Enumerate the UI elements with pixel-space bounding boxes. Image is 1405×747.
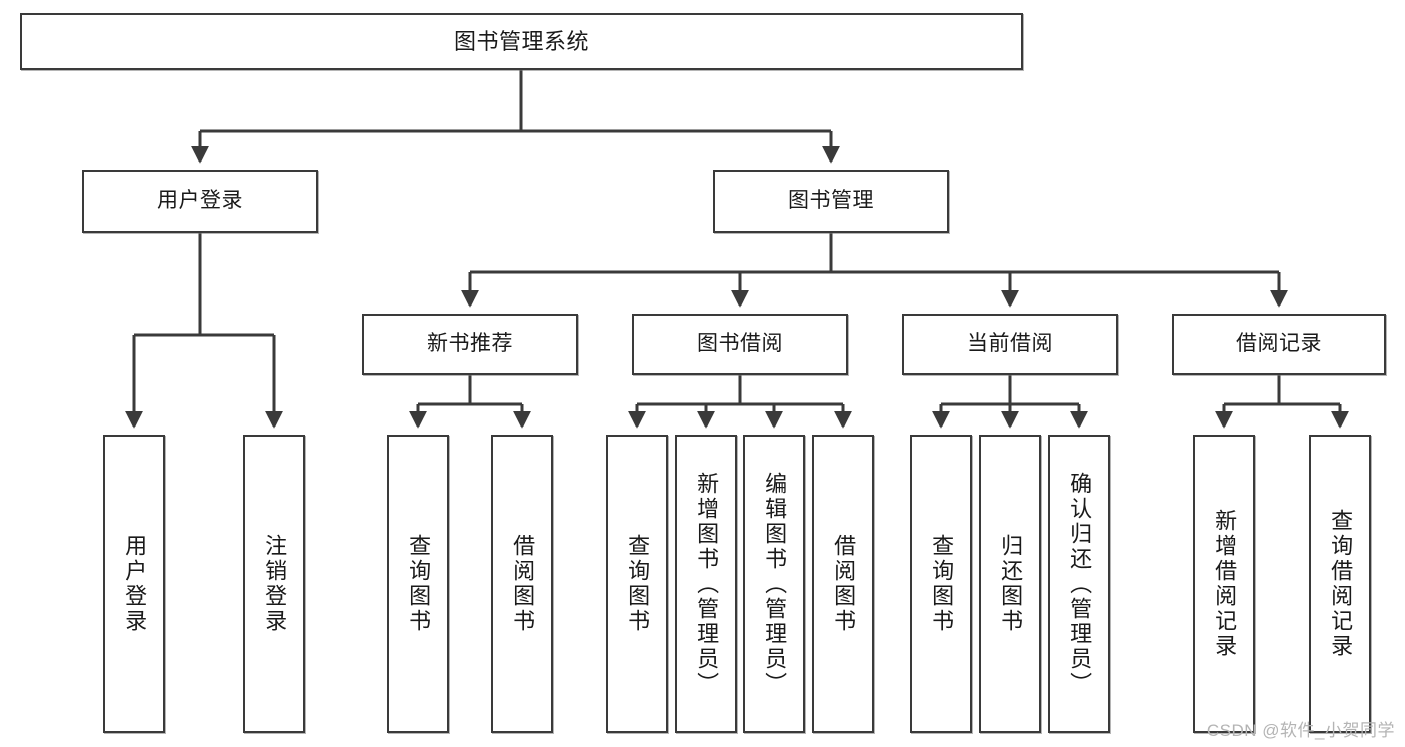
node-book-manage-label: 图书管理 [788, 189, 874, 213]
leaf-borrow-book-2[interactable]: 借阅图书 [812, 435, 874, 733]
leaf-query-record[interactable]: 查询借阅记录 [1309, 435, 1371, 733]
leaf-add-record-label: 新增借阅记录 [1212, 509, 1238, 659]
leaf-add-book-label: 新增图书（管理员） [694, 471, 720, 697]
csdn-watermark: CSDN @软件_小贺同学 [1206, 721, 1395, 740]
leaf-borrow-book-1[interactable]: 借阅图书 [491, 435, 553, 733]
leaf-logout-login[interactable]: 注销登录 [243, 435, 305, 733]
leaf-query-book-3[interactable]: 查询图书 [910, 435, 972, 733]
leaf-query-book-2-label: 查询图书 [625, 534, 651, 634]
leaf-query-record-label: 查询借阅记录 [1328, 509, 1354, 659]
leaf-user-login[interactable]: 用户登录 [103, 435, 165, 733]
leaf-return-book[interactable]: 归还图书 [979, 435, 1041, 733]
node-book-borrow[interactable]: 图书借阅 [632, 314, 848, 375]
leaf-query-book-2[interactable]: 查询图书 [606, 435, 668, 733]
leaf-borrow-book-2-label: 借阅图书 [831, 534, 857, 634]
leaf-return-book-label: 归还图书 [998, 534, 1024, 634]
node-current-borrow[interactable]: 当前借阅 [902, 314, 1118, 375]
node-root[interactable]: 图书管理系统 [20, 13, 1023, 70]
leaf-query-book-3-label: 查询图书 [929, 534, 955, 634]
leaf-confirm-return[interactable]: 确认归还（管理员） [1048, 435, 1110, 733]
node-current-borrow-label: 当前借阅 [967, 332, 1053, 356]
node-new-book-recommend-label: 新书推荐 [427, 332, 513, 356]
leaf-borrow-book-1-label: 借阅图书 [510, 534, 536, 634]
leaf-user-login-label: 用户登录 [122, 534, 148, 634]
node-book-borrow-label: 图书借阅 [697, 332, 783, 356]
node-new-book-recommend[interactable]: 新书推荐 [362, 314, 578, 375]
leaf-add-book[interactable]: 新增图书（管理员） [675, 435, 737, 733]
node-book-manage[interactable]: 图书管理 [713, 170, 949, 233]
node-user-login-label: 用户登录 [157, 189, 243, 213]
leaf-query-book-1[interactable]: 查询图书 [387, 435, 449, 733]
leaf-logout-login-label: 注销登录 [262, 534, 288, 634]
leaf-add-record[interactable]: 新增借阅记录 [1193, 435, 1255, 733]
leaf-edit-book-label: 编辑图书（管理员） [762, 471, 788, 697]
leaf-edit-book[interactable]: 编辑图书（管理员） [743, 435, 805, 733]
leaf-confirm-return-label: 确认归还（管理员） [1067, 471, 1093, 697]
node-borrow-record-label: 借阅记录 [1236, 332, 1322, 356]
node-borrow-record[interactable]: 借阅记录 [1172, 314, 1386, 375]
node-root-label: 图书管理系统 [453, 28, 589, 54]
node-user-login[interactable]: 用户登录 [82, 170, 318, 233]
leaf-query-book-1-label: 查询图书 [406, 534, 432, 634]
